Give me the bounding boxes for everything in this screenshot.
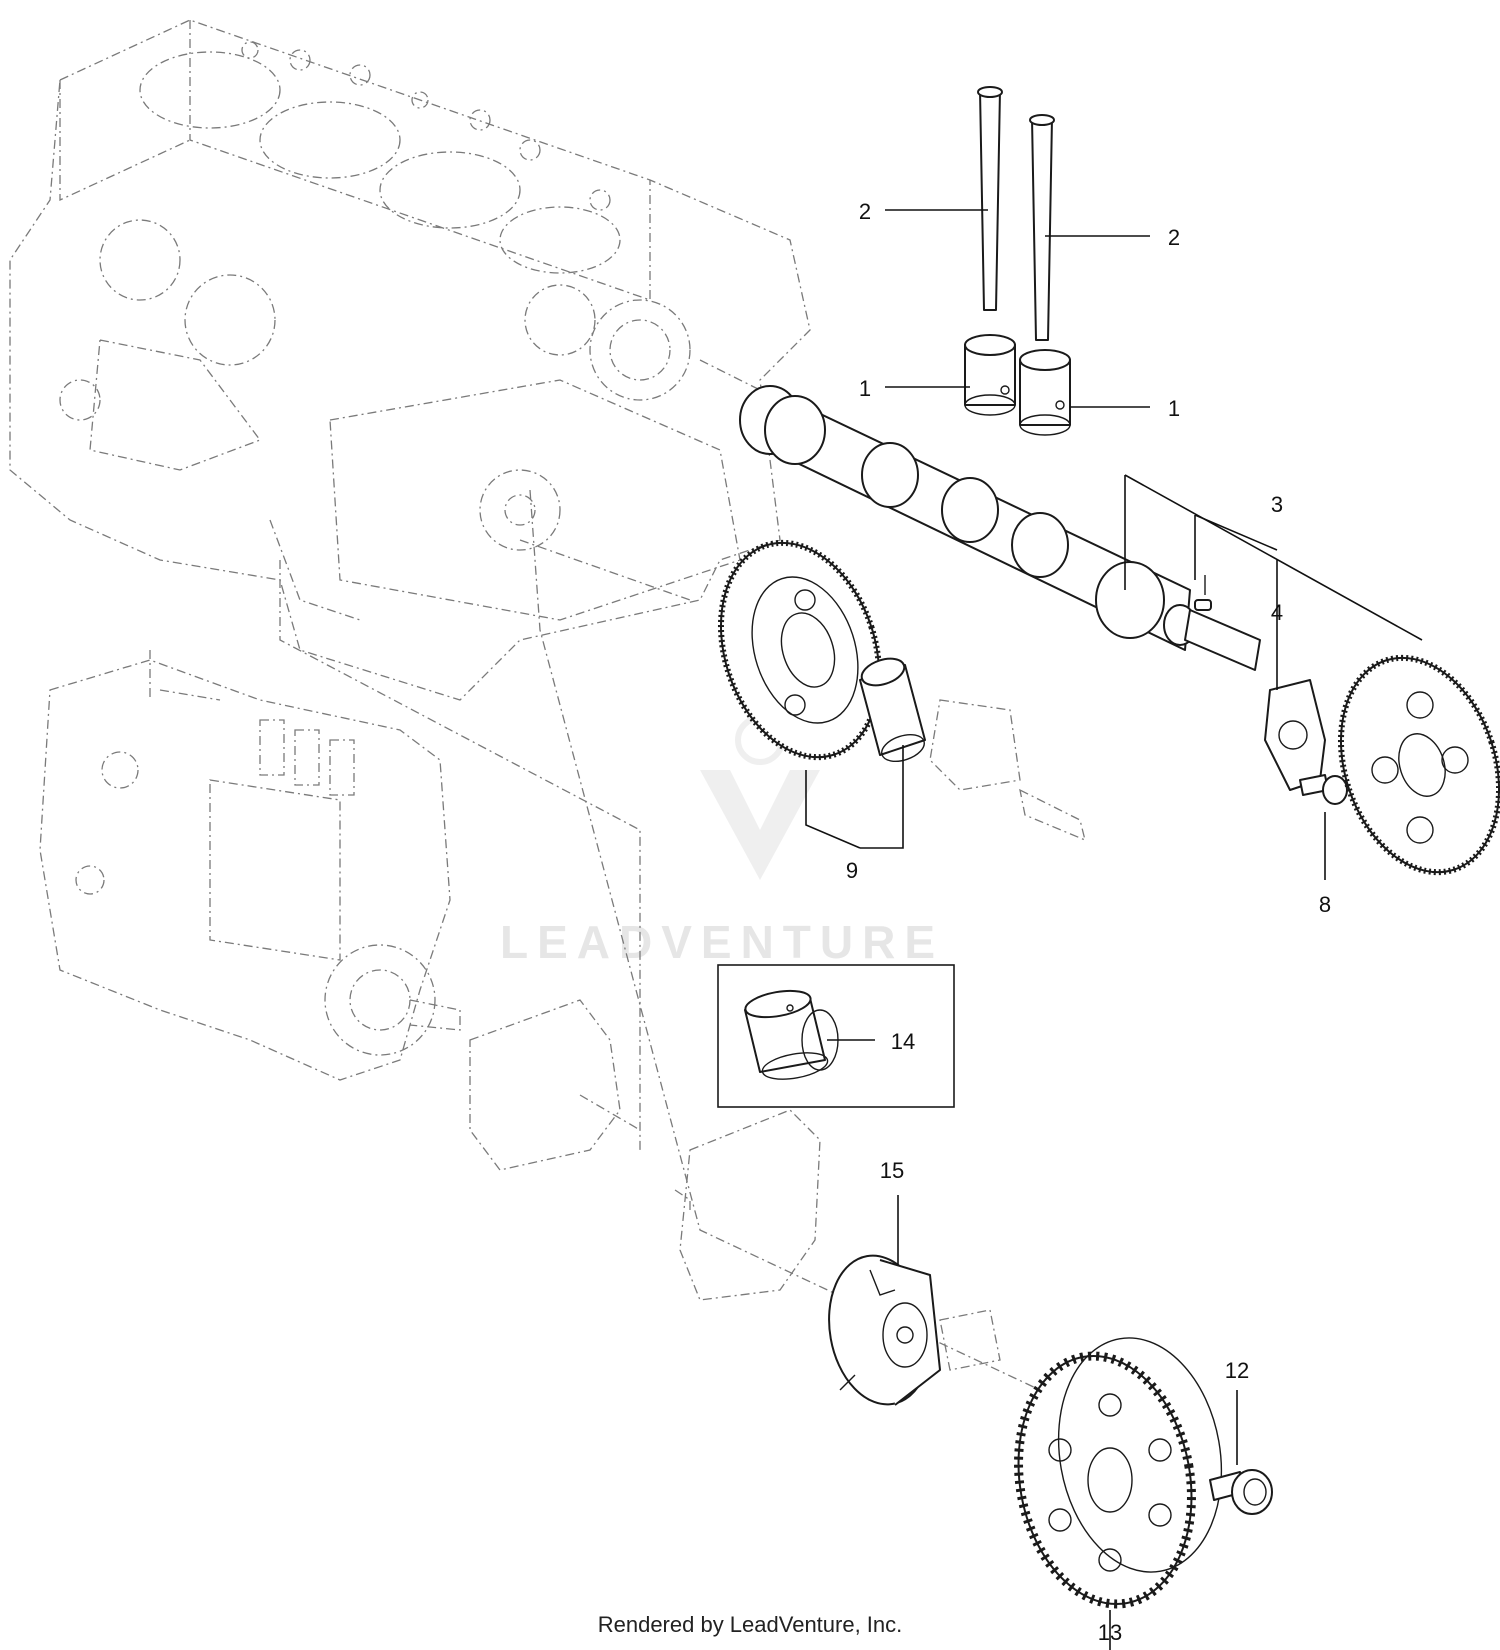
idler-gear [717, 539, 883, 761]
callout-3: 3 [1271, 492, 1283, 517]
tappet-right [1019, 349, 1071, 436]
drive-gear-bolt [1209, 1469, 1273, 1515]
callout-9: 9 [846, 858, 858, 883]
render-credit: Rendered by LeadVenture, Inc. [597, 1612, 903, 1637]
watermark-text: LEADVENTURE [500, 916, 944, 968]
camshaft-gear [1337, 654, 1500, 876]
pump-drive-gear [1014, 1337, 1223, 1609]
callout-13: 13 [1098, 1620, 1122, 1645]
bushing-detail-box [717, 964, 955, 1108]
drive-hub [828, 1254, 941, 1406]
injection-pump-ghost [39, 650, 461, 1081]
push-rod-right [1029, 114, 1055, 341]
tappet-left [964, 334, 1016, 416]
idler-hub-ghost [899, 699, 1086, 1371]
cam-gear-bolt [1299, 774, 1348, 805]
idler-bushing [859, 657, 926, 762]
callout-2-right: 2 [1168, 225, 1180, 250]
push-rod-left [977, 86, 1003, 311]
thrust-plate [1264, 679, 1326, 791]
pump-gasket-ghost [469, 999, 621, 1171]
callout-14: 14 [891, 1029, 915, 1054]
callout-12: 12 [1225, 1358, 1249, 1383]
engine-block-ghost [9, 19, 811, 701]
idler-gasket-ghost [679, 1109, 821, 1301]
callout-8: 8 [1319, 892, 1331, 917]
callout-1-left: 1 [859, 376, 871, 401]
callout-4: 4 [1271, 600, 1283, 625]
camshaft [739, 385, 1261, 671]
callout-1-right: 1 [1168, 396, 1180, 421]
alignment-lines [279, 359, 1041, 1391]
leadventure-watermark: LEADVENTURE [500, 715, 944, 968]
callout-2-left: 2 [859, 199, 871, 224]
leader-lines [805, 209, 1423, 1650]
callout-15: 15 [880, 1158, 904, 1183]
thrust-plate-hole [1278, 720, 1308, 750]
